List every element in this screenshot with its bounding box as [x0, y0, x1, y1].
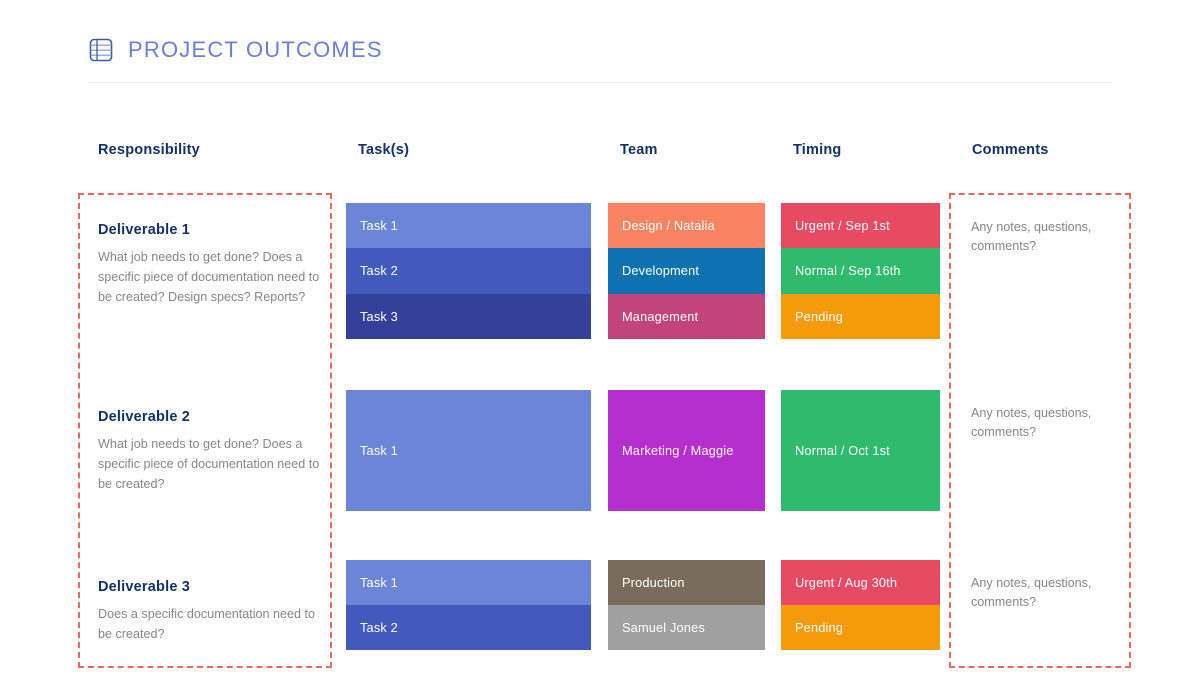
deliverable-title: Deliverable 3 — [98, 579, 191, 595]
responsibility-cell-3: Deliverable 3 Does a specific documentat… — [98, 579, 323, 645]
timing-stack-row-2: Normal / Oct 1st — [781, 390, 940, 511]
column-header-team: Team — [620, 142, 658, 158]
team-stack-row-2: Marketing / Maggie — [608, 390, 765, 511]
column-header-responsibility: Responsibility — [98, 142, 200, 158]
deliverable-description: What job needs to get done? Does a speci… — [98, 250, 320, 304]
status-block[interactable]: Task 2 — [346, 248, 591, 294]
status-block[interactable]: Marketing / Maggie — [608, 390, 765, 511]
status-block[interactable]: Urgent / Aug 30th — [781, 560, 940, 605]
status-block[interactable]: Task 2 — [346, 605, 591, 650]
status-block[interactable]: Task 1 — [346, 203, 591, 249]
column-header-timing: Timing — [793, 142, 842, 158]
comments-cell-2: Any notes, questions, comments? — [971, 406, 1092, 439]
deliverable-title: Deliverable 2 — [98, 409, 191, 425]
status-block[interactable]: Normal / Sep 16th — [781, 248, 940, 294]
column-header-tasks: Task(s) — [358, 142, 410, 158]
deliverable-description: Does a specific documentation need to be… — [98, 607, 316, 641]
page-header: PROJECT OUTCOMES — [88, 28, 1112, 72]
deliverable-description: What job needs to get done? Does a speci… — [98, 437, 320, 491]
status-block[interactable]: Samuel Jones — [608, 605, 765, 650]
table-grid-icon — [88, 37, 114, 63]
responsibility-cell-1: Deliverable 1 What job needs to get done… — [98, 222, 323, 308]
status-block[interactable]: Development — [608, 248, 765, 294]
status-block[interactable]: Urgent / Sep 1st — [781, 203, 940, 249]
status-block[interactable]: Task 1 — [346, 390, 591, 511]
column-header-comments: Comments — [972, 142, 1049, 158]
status-block[interactable]: Task 1 — [346, 560, 591, 605]
status-block[interactable]: Normal / Oct 1st — [781, 390, 940, 511]
comments-outline-box — [949, 193, 1131, 668]
comments-cell-1: Any notes, questions, comments? — [971, 220, 1092, 253]
status-block[interactable]: Management — [608, 293, 765, 339]
deliverable-title: Deliverable 1 — [98, 222, 191, 238]
status-block[interactable]: Production — [608, 560, 765, 605]
page-title: PROJECT OUTCOMES — [128, 37, 383, 62]
responsibility-cell-2: Deliverable 2 What job needs to get done… — [98, 409, 323, 495]
status-block[interactable]: Task 3 — [346, 293, 591, 339]
tasks-stack-row-2: Task 1 — [346, 390, 591, 511]
status-block[interactable]: Design / Natalia — [608, 203, 765, 249]
status-block[interactable]: Pending — [781, 605, 940, 650]
responsibility-outline-box — [78, 193, 332, 668]
comments-cell-3: Any notes, questions, comments? — [971, 576, 1092, 609]
header-divider — [88, 82, 1112, 83]
status-block[interactable]: Pending — [781, 293, 940, 339]
